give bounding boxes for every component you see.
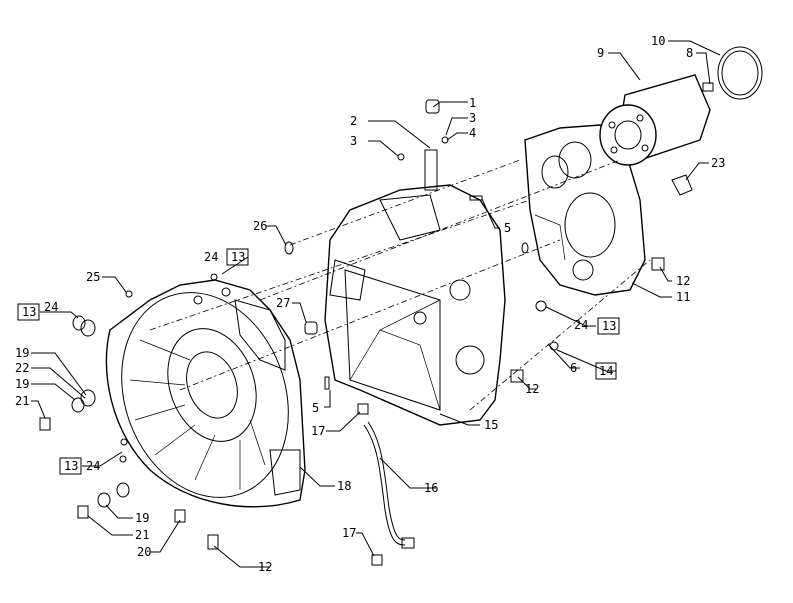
callout-box-13 — [17, 303, 40, 321]
callout-11: 11 — [676, 290, 690, 304]
callout-26: 26 — [253, 219, 267, 233]
callout-20: 20 — [137, 545, 151, 559]
o-ring-large — [717, 46, 763, 100]
elbow-fitting — [671, 174, 693, 196]
callout-27: 27 — [276, 296, 290, 310]
callout-labels: 1 2 3 3 4 5 5 6 8 9 10 11 12 12 12 13 13… — [15, 34, 725, 574]
callout-3: 3 — [350, 134, 357, 148]
callout-13: 13 — [64, 459, 78, 473]
callout-15: 15 — [484, 418, 498, 432]
motor-cylinder — [599, 74, 714, 166]
callout-box-13 — [59, 457, 82, 475]
pipe-line — [363, 424, 406, 546]
o-ring-large-inner — [721, 50, 759, 96]
callout-3: 3 — [469, 111, 476, 125]
callout-4: 4 — [469, 126, 476, 140]
callout-23: 23 — [711, 156, 725, 170]
callout-22: 22 — [15, 361, 29, 375]
part-drawings — [39, 46, 763, 566]
callout-box-13 — [597, 317, 620, 335]
callout-12: 12 — [676, 274, 690, 288]
main-housing — [324, 99, 506, 426]
callout-19: 19 — [135, 511, 149, 525]
callout-13: 13 — [22, 305, 36, 319]
small-parts — [39, 136, 665, 566]
callout-2: 2 — [350, 114, 357, 128]
assembly-lines — [149, 159, 651, 411]
callout-25: 25 — [86, 270, 100, 284]
callout-17: 17 — [311, 424, 325, 438]
callout-5: 5 — [504, 221, 511, 235]
callout-10: 10 — [651, 34, 665, 48]
rear-plate — [524, 124, 646, 296]
callout-9: 9 — [597, 46, 604, 60]
callout-24: 24 — [44, 300, 58, 314]
leader-lines — [31, 40, 721, 568]
callout-8: 8 — [686, 46, 693, 60]
callout-21: 21 — [135, 528, 149, 542]
callout-1: 1 — [469, 96, 476, 110]
pipe-fitting-bottom — [401, 537, 415, 549]
callout-13: 13 — [602, 319, 616, 333]
callout-24: 24 — [204, 250, 218, 264]
callout-24: 24 — [574, 318, 588, 332]
front-housing — [105, 279, 306, 508]
callout-17: 17 — [342, 526, 356, 540]
callout-21: 21 — [15, 394, 29, 408]
callout-5: 5 — [312, 401, 319, 415]
callout-19: 19 — [15, 377, 29, 391]
pipe-fitting-top — [357, 403, 369, 415]
callout-19: 19 — [15, 346, 29, 360]
callout-18: 18 — [337, 479, 351, 493]
callout-13: 13 — [231, 250, 245, 264]
